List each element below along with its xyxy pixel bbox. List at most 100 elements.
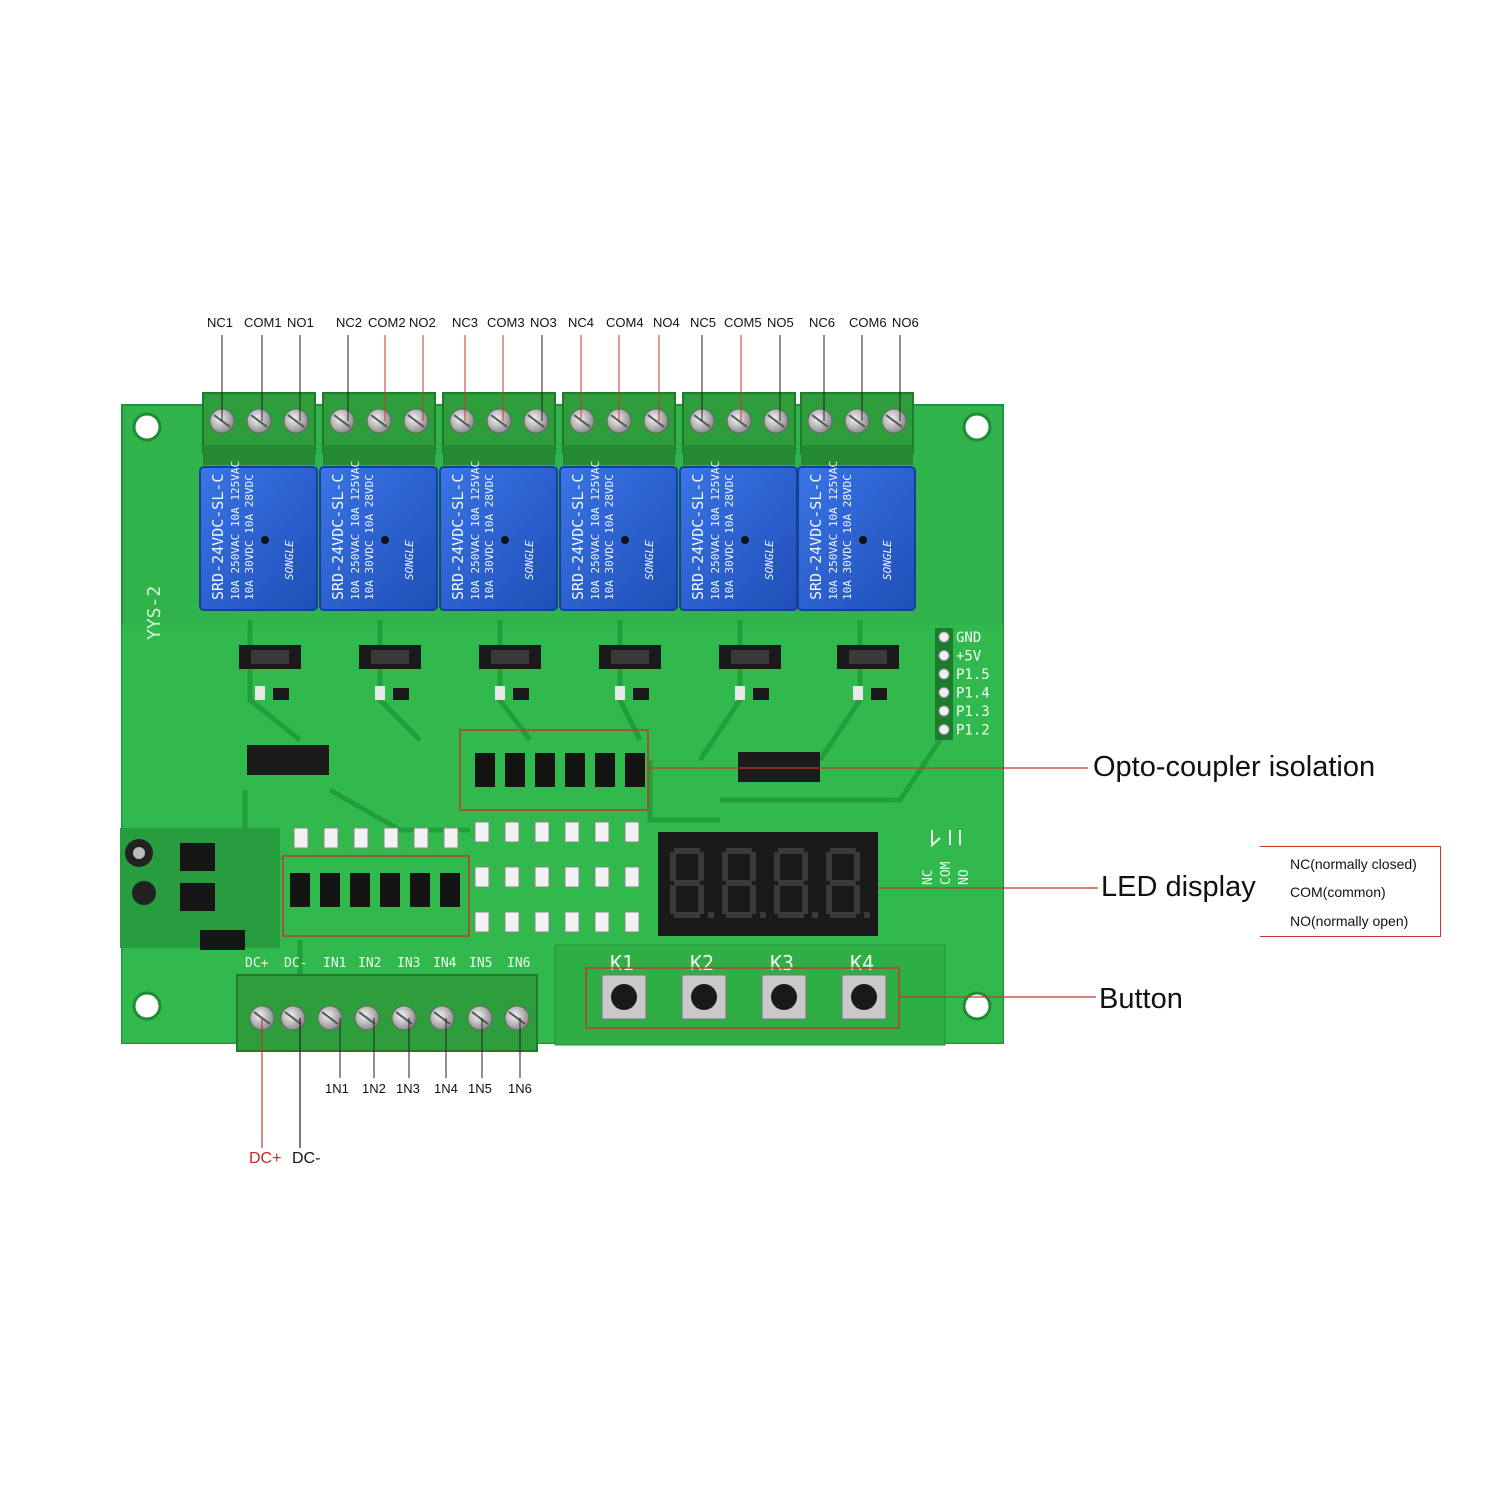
relay-rating-2: 10A 30VDC 10A 28VDC [243, 474, 256, 600]
relay-rating-1: 10A 250VAC 10A 125VAC [589, 461, 602, 600]
header-pin-label: P1.2 [956, 723, 990, 739]
button-silk-label: K1 [610, 951, 634, 975]
button-silk-label: K3 [770, 951, 794, 975]
input-label-1n4: 1N4 [434, 1081, 458, 1096]
optocoupler [595, 753, 615, 787]
resistor [594, 911, 610, 933]
terminal-label-nc5: NC5 [690, 315, 717, 330]
ic-chips [247, 745, 820, 782]
mounting-holes [132, 412, 992, 1021]
relay-part-number: SRD-24VDC-SL-C [449, 474, 467, 600]
terminal-label-no6: NO6 [892, 315, 919, 330]
resistor [534, 821, 550, 843]
resistor [474, 911, 490, 933]
resistor [624, 821, 640, 843]
terminal-label-com1: COM1 [244, 315, 282, 330]
optocoupler [625, 753, 645, 787]
relay-rating-1: 10A 250VAC 10A 125VAC [349, 461, 362, 600]
relay-brand: SONGLE [283, 540, 296, 580]
button-silk-label: K2 [690, 951, 714, 975]
input-silk-label: IN2 [358, 956, 381, 971]
resistor [624, 911, 640, 933]
ic-chip-left [247, 745, 329, 775]
svg-text:NO: NO [957, 869, 972, 885]
optocoupler [440, 873, 460, 907]
relay-brand: SONGLE [523, 540, 536, 580]
relay-part-number: SRD-24VDC-SL-C [569, 474, 587, 600]
terminal-label-nc3: NC3 [452, 315, 479, 330]
input-silk-label: IN4 [433, 956, 457, 971]
optocoupler [410, 873, 430, 907]
optocoupler [320, 873, 340, 907]
input-label-1n6: 1N6 [508, 1081, 532, 1096]
input-label-1n1: 1N1 [325, 1081, 349, 1096]
ic-chip-right [738, 752, 820, 782]
input-silk-label: DC+ [245, 956, 269, 971]
relay-brand: SONGLE [643, 540, 656, 580]
input-silk-label: IN5 [469, 956, 492, 971]
led-indicator [853, 686, 863, 700]
optocouplers-upper [475, 753, 645, 787]
resistor [293, 827, 309, 849]
input-silk-label: IN1 [323, 956, 346, 971]
relay-part-number: SRD-24VDC-SL-C [689, 474, 707, 600]
resistor [534, 911, 550, 933]
seven-segment-digit [670, 848, 714, 918]
callout-button-label: Button [1099, 983, 1183, 1015]
header-pin [938, 650, 950, 661]
relay-rating-2: 10A 30VDC 10A 28VDC [841, 474, 854, 600]
terminal-label-no4: NO4 [653, 315, 680, 330]
terminal-label-com5: COM5 [724, 315, 762, 330]
relay-part-number: SRD-24VDC-SL-C [807, 474, 825, 600]
terminal-label-no2: NO2 [409, 315, 436, 330]
relay-rating-1: 10A 250VAC 10A 125VAC [827, 461, 840, 600]
callout-opto-label: Opto-coupler isolation [1093, 751, 1376, 783]
header-pin [938, 668, 950, 680]
led-indicator [615, 686, 625, 700]
input-label-1n3: 1N3 [396, 1081, 420, 1096]
input-silk-label: DC- [284, 956, 307, 971]
seven-segment-digit [722, 848, 766, 918]
relay-legend-silk: NC COM NO [921, 830, 972, 885]
terminal-block-top-2 [322, 392, 436, 465]
terminal-block-top-6 [800, 392, 914, 465]
top-terminal-blocks [202, 392, 914, 465]
led-indicator [735, 686, 745, 700]
header-pin [938, 687, 950, 698]
relay-brand: SONGLE [881, 540, 894, 580]
resistor [594, 821, 610, 843]
optocoupler [535, 753, 555, 787]
driver-transistors [239, 645, 899, 700]
resistor [594, 866, 610, 888]
input-silk-label: IN3 [397, 956, 420, 971]
input-label-1n2: 1N2 [362, 1081, 386, 1096]
optocoupler [505, 753, 525, 787]
resistor-array [293, 821, 640, 933]
optocoupler [350, 873, 370, 907]
resistor [624, 866, 640, 888]
header-pin-label: +5V [956, 649, 982, 665]
terminal-label-com6: COM6 [849, 315, 887, 330]
relay-rating-2: 10A 30VDC 10A 28VDC [603, 474, 616, 600]
led-indicator [255, 686, 265, 700]
optocoupler [565, 753, 585, 787]
terminal-label-com3: COM3 [487, 315, 525, 330]
relay-rating-1: 10A 250VAC 10A 125VAC [229, 461, 242, 600]
seven-segment-digit [774, 848, 818, 918]
terminal-label-nc1: NC1 [207, 315, 234, 330]
relay-brand: SONGLE [403, 540, 416, 580]
button-k1: K1 [601, 951, 647, 1020]
resistor [383, 827, 399, 849]
resistor [564, 821, 580, 843]
terminal-label-no1: NO1 [287, 315, 314, 330]
resistor [353, 827, 369, 849]
highlight-boxes [282, 729, 900, 1029]
header-pin-label: P1.3 [956, 704, 990, 720]
